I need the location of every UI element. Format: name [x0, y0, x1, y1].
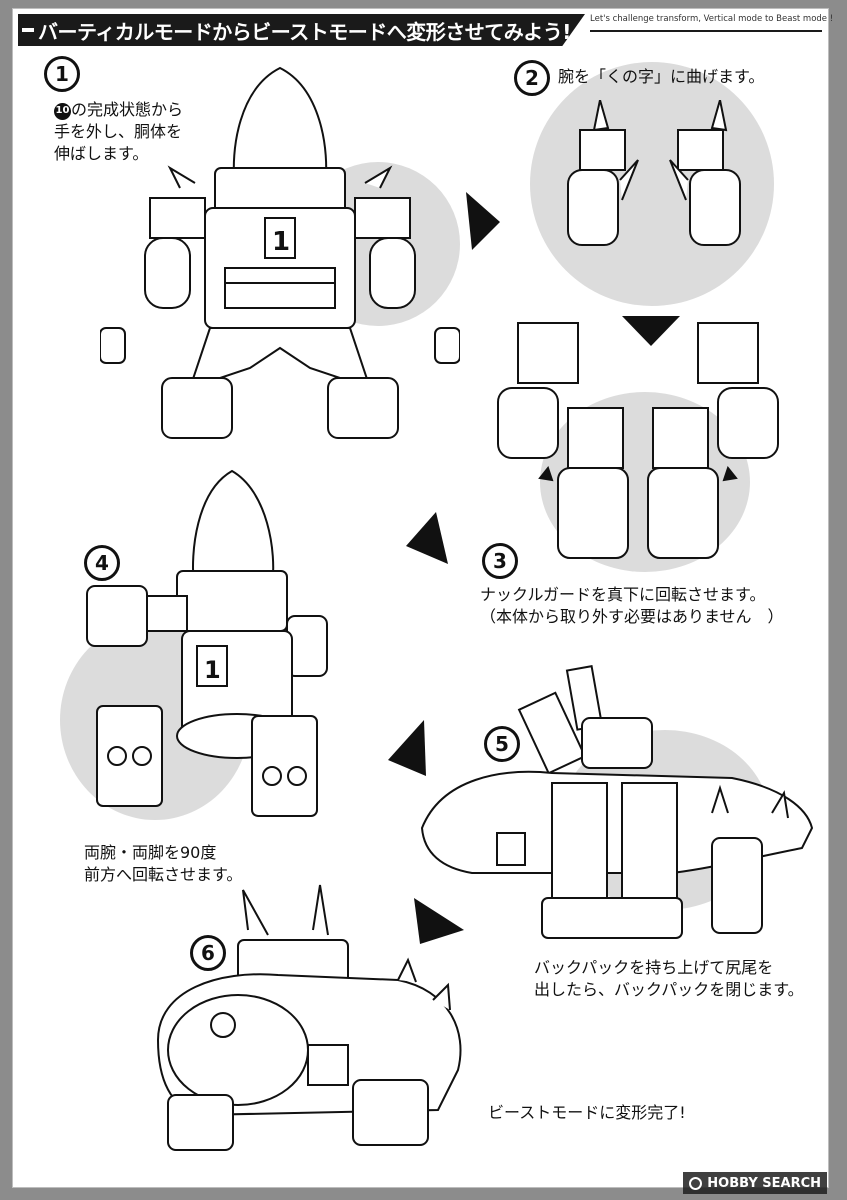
step2-text: 腕を「くの字」に曲げます。 [558, 67, 765, 86]
step1-number: 1 [44, 56, 80, 92]
step2-number: 2 [514, 60, 550, 96]
step1-line3: 伸ばします。 [54, 144, 149, 163]
step4-robot-figure: 1 [72, 466, 362, 846]
watermark-text: HOBBY SEARCH [707, 1175, 821, 1191]
step3-number: 3 [482, 543, 518, 579]
step4-line2: 前方へ回転させます。 [84, 865, 243, 884]
step4-line1: 両腕・両脚を90度 [84, 843, 217, 862]
header-bar: バーティカルモードからビーストモードへ変形させてみよう! [18, 14, 585, 46]
page-subtitle-en: Let's challenge transform, Vertical mode… [590, 14, 834, 24]
step3-text: ナックルガードを真下に回転させます。 （本体から取り外す必要はありません ） [480, 584, 784, 628]
step5-beast-figure [412, 658, 822, 948]
svg-text:1: 1 [272, 227, 290, 257]
step5-line2: 出したら、バックパックを閉じます。 [534, 980, 804, 999]
watermark-logo: HOBBY SEARCH [683, 1172, 827, 1194]
step1-line1: の完成状態から [71, 100, 184, 119]
step5-text: バックパックを持ち上げて尻尾を 出したら、バックパックを閉じます。 [534, 957, 804, 1001]
svg-text:1: 1 [204, 656, 221, 684]
step5-number: 5 [484, 726, 520, 762]
step3-knuckle-figure [488, 318, 788, 568]
step6-number: 6 [190, 935, 226, 971]
step4-text: 両腕・両脚を90度 前方へ回転させます。 [84, 842, 242, 886]
arrow-step3-to-4 [406, 512, 448, 564]
step2-arms-figure [560, 100, 760, 260]
step5-line1: バックパックを持ち上げて尻尾を [534, 958, 774, 977]
page-title: バーティカルモードからビーストモードへ変形させてみよう! [38, 19, 571, 44]
arrow-step1-to-2 [466, 192, 500, 250]
step6-text: ビーストモードに変形完了! [488, 1103, 686, 1122]
header-rule [590, 30, 822, 32]
step4-number: 4 [84, 545, 120, 581]
arrow-step5-to-6 [414, 898, 464, 944]
step1-line2: 手を外し、胴体を [54, 122, 183, 141]
step3-line1: ナックルガードを真下に回転させます。 [480, 585, 766, 604]
step-ref-badge: 10 [54, 102, 71, 120]
step1-text: 10の完成状態から 手を外し、胴体を 伸ばします。 [54, 99, 183, 165]
arrow-step2-to-3 [622, 316, 680, 346]
header-dash-mark [22, 28, 34, 32]
arrow-step4-to-5 [388, 720, 426, 776]
step1-robot-figure: 1 [100, 58, 460, 448]
step6-beast-figure [138, 880, 478, 1160]
watermark-ring-icon [689, 1176, 703, 1190]
step3-line2: （本体から取り外す必要はありません ） [480, 607, 784, 626]
